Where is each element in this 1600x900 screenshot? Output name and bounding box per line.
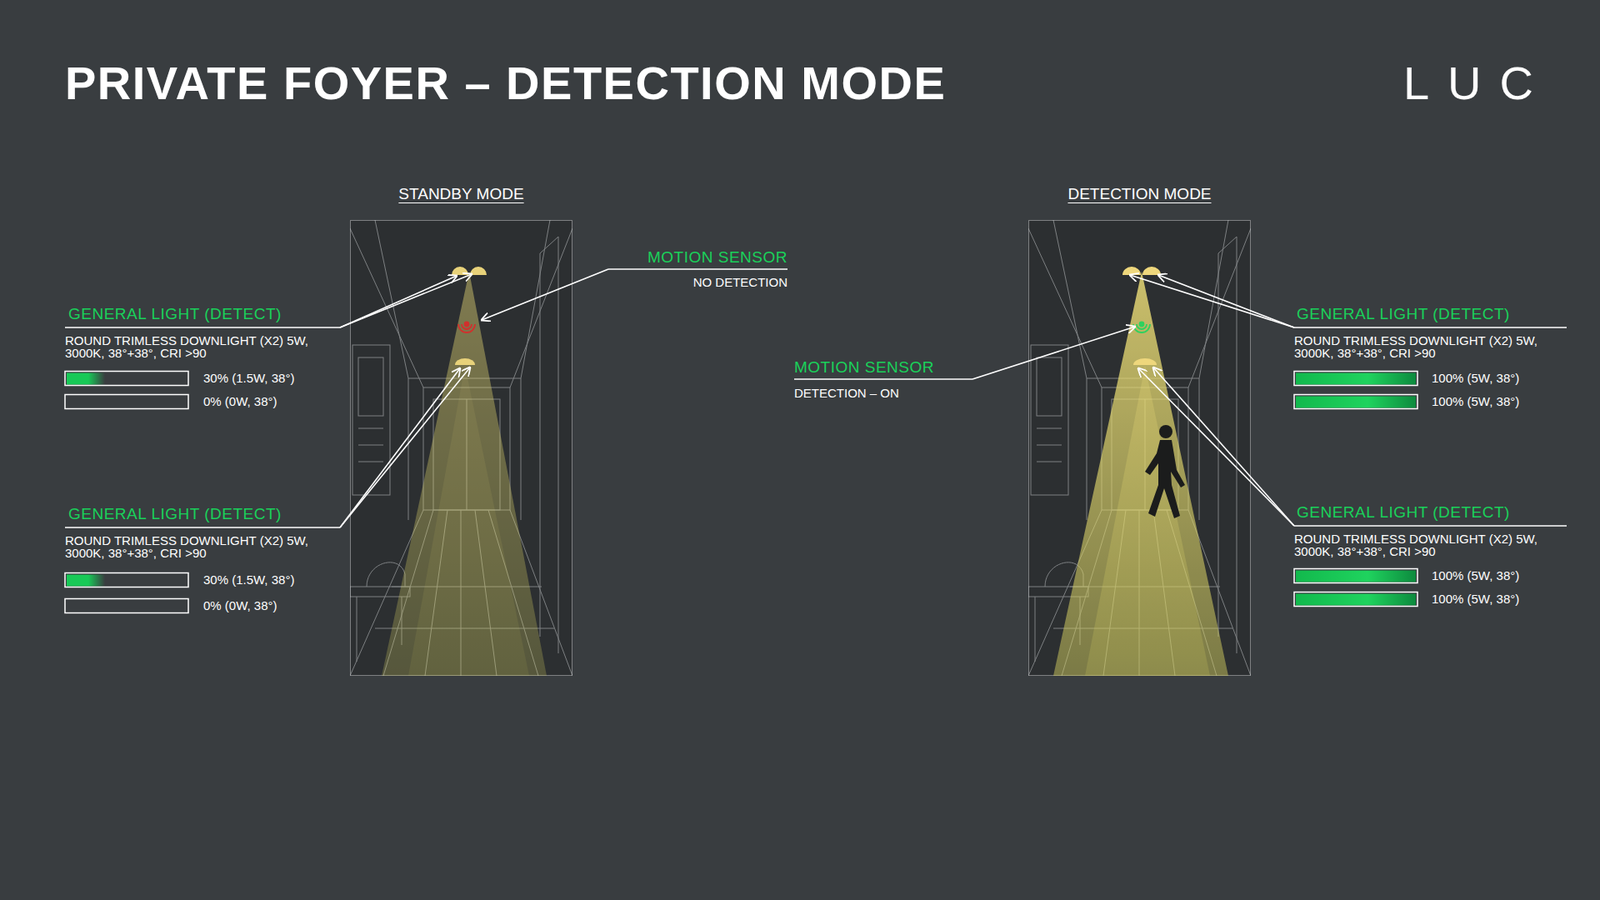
page-title: PRIVATE FOYER – DETECTION MODE <box>65 60 946 107</box>
person-silhouette <box>1145 425 1185 519</box>
level-value: 100% (5W, 38°) <box>1431 591 1520 607</box>
level-value: 30% (1.5W, 38°) <box>203 370 295 386</box>
level-value: 0% (0W, 38°) <box>203 598 278 614</box>
fixture-heading: GENERAL LIGHT (DETECT) <box>1296 503 1510 522</box>
fixture-spec: ROUND TRIMLESS DOWNLIGHT (X2) 5W, 3000K,… <box>1294 334 1545 360</box>
level-value: 100% (5W, 38°) <box>1431 370 1520 386</box>
leader-line <box>340 269 1295 528</box>
illustration-panel: STANDBY MODE <box>350 220 573 676</box>
sensor-heading: MOTION SENSOR <box>794 358 935 377</box>
fixture-spec: ROUND TRIMLESS DOWNLIGHT (X2) 5W, 3000K,… <box>65 334 315 360</box>
level-value: 100% (5W, 38°) <box>1431 394 1520 410</box>
fixture-heading: GENERAL LIGHT (DETECT) <box>68 505 282 524</box>
fixture-spec: ROUND TRIMLESS DOWNLIGHT (X2) 5W, 3000K,… <box>65 534 315 560</box>
sensor-heading: MOTION SENSOR <box>647 248 788 267</box>
panel-heading: DETECTION MODE <box>995 185 1285 204</box>
logo: LUC <box>1403 60 1552 107</box>
level-value: 100% (5W, 38°) <box>1431 568 1520 584</box>
fixture-heading: GENERAL LIGHT (DETECT) <box>68 305 282 324</box>
sensor-status: DETECTION – ON <box>794 385 900 401</box>
panel-heading: STANDBY MODE <box>316 185 606 204</box>
level-bar <box>65 371 1418 614</box>
level-value: 0% (0W, 38°) <box>203 394 278 410</box>
fixture-spec: ROUND TRIMLESS DOWNLIGHT (X2) 5W, 3000K,… <box>1294 532 1545 558</box>
level-value: 30% (1.5W, 38°) <box>203 572 295 588</box>
illustration-panel: DETECTION MODE <box>1028 220 1251 676</box>
sensor-status: NO DETECTION <box>693 275 788 290</box>
fixture-heading: GENERAL LIGHT (DETECT) <box>1296 305 1510 324</box>
